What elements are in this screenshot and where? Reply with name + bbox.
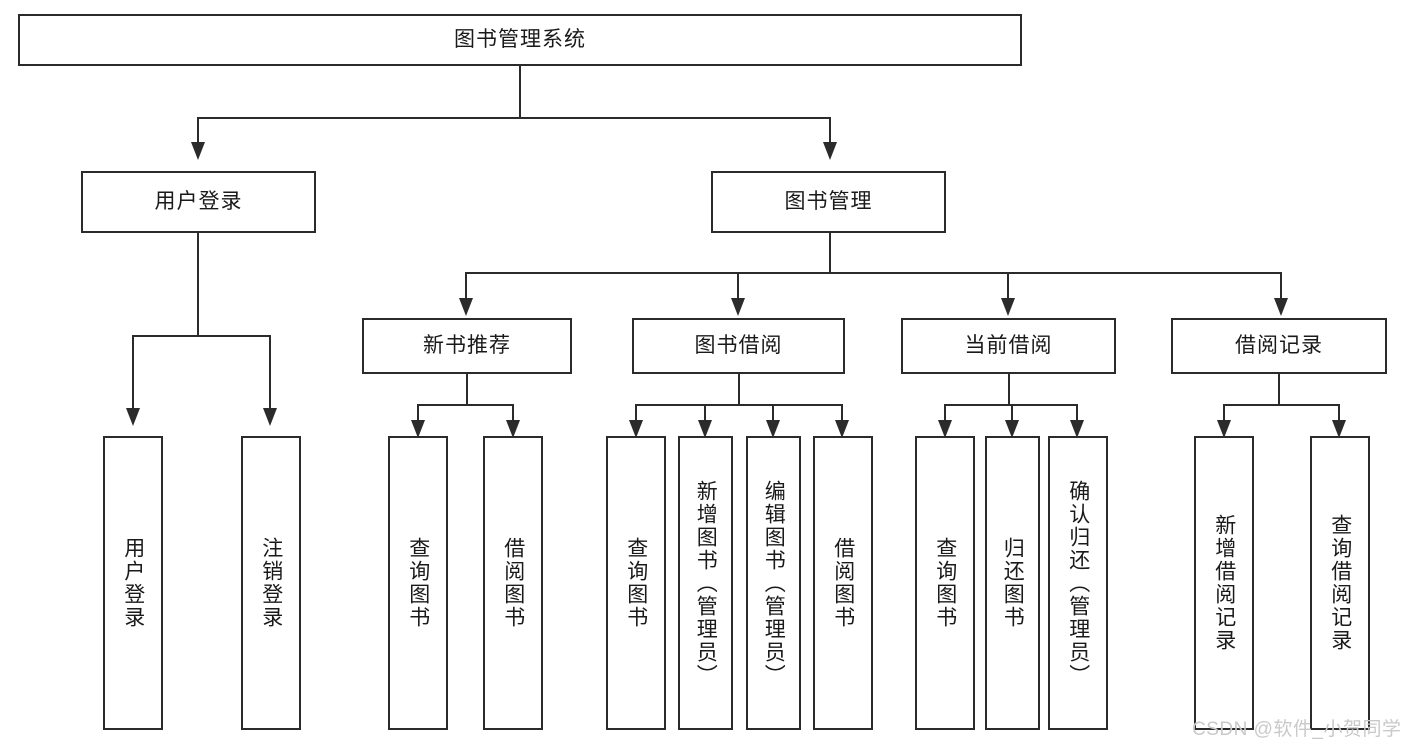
leaf-query-book-current[interactable]: 查询图书 <box>915 436 975 730</box>
connector-current-borrow-drop-2 <box>1011 404 1013 422</box>
connector-new-book-drop-1 <box>417 404 419 422</box>
leaf-label: 注销登录 <box>259 537 283 629</box>
arrowhead-to-leaf-return-book <box>1005 420 1019 438</box>
connector-new-book-drop-2 <box>512 404 514 422</box>
node-label: 借阅记录 <box>1235 334 1323 358</box>
connector-current-borrow-stem <box>1008 374 1010 405</box>
node-label: 图书借阅 <box>694 334 783 358</box>
node-label: 当前借阅 <box>964 334 1053 358</box>
leaf-label: 借阅图书 <box>501 537 525 629</box>
connector-book-borrow-drop-2 <box>704 404 706 422</box>
arrowhead-to-leaf-edit-book <box>766 420 780 438</box>
leaf-logout-login[interactable]: 注销登录 <box>241 436 301 730</box>
leaf-confirm-return-admin[interactable]: 确认归还（管理员） <box>1048 436 1108 730</box>
node-label: 用户登录 <box>154 190 243 214</box>
connector-new-book-bus <box>417 404 514 406</box>
leaf-label: 借阅图书 <box>831 537 855 629</box>
arrowhead-to-new-book-recommend <box>459 298 473 316</box>
leaf-label: 归还图书 <box>1001 537 1025 629</box>
connector-book-borrow-drop-1 <box>635 404 637 422</box>
connector-level3-drop-1 <box>465 272 467 299</box>
connector-level3-drop-4 <box>1280 272 1282 299</box>
leaf-label: 查询借阅记录 <box>1328 514 1352 652</box>
leaf-label: 新增图书（管理员） <box>694 479 718 687</box>
leaf-query-book-borrow[interactable]: 查询图书 <box>606 436 666 730</box>
arrowhead-to-leaf-query-book-1 <box>411 420 425 438</box>
arrowhead-to-book-management <box>823 142 837 160</box>
arrowhead-to-leaf-borrow-book-1 <box>506 420 520 438</box>
leaf-label: 确认归还（管理员） <box>1066 479 1090 687</box>
connector-user-login-bus <box>132 335 271 337</box>
node-book-management[interactable]: 图书管理 <box>711 171 946 233</box>
connector-borrow-record-drop-1 <box>1223 404 1225 422</box>
connector-book-borrow-drop-4 <box>841 404 843 422</box>
node-book-borrow[interactable]: 图书借阅 <box>632 318 845 374</box>
arrowhead-to-user-login <box>191 142 205 160</box>
connector-user-login-drop-1 <box>132 335 134 409</box>
node-label: 图书管理系统 <box>454 28 586 52</box>
leaf-edit-book-admin[interactable]: 编辑图书（管理员） <box>746 436 801 730</box>
connector-root-stem <box>519 66 521 118</box>
node-root-book-management-system[interactable]: 图书管理系统 <box>18 14 1022 66</box>
connector-user-login-stem <box>197 233 199 336</box>
arrowhead-to-leaf-logout <box>263 408 277 426</box>
arrowhead-to-leaf-add-book <box>698 420 712 438</box>
node-label: 新书推荐 <box>423 334 511 358</box>
leaf-label: 用户登录 <box>121 537 145 629</box>
connector-current-borrow-drop-1 <box>944 404 946 422</box>
connector-level2-drop-left <box>197 117 199 143</box>
node-current-borrow[interactable]: 当前借阅 <box>901 318 1116 374</box>
leaf-return-book[interactable]: 归还图书 <box>985 436 1040 730</box>
connector-user-login-drop-2 <box>269 335 271 409</box>
csdn-watermark: CSDN @软件_小贺同学 <box>1192 719 1402 740</box>
connector-level3-bus <box>465 272 1282 274</box>
connector-level2-bus <box>197 117 831 119</box>
leaf-borrow-book-recommend[interactable]: 借阅图书 <box>483 436 543 730</box>
connector-borrow-record-drop-2 <box>1338 404 1340 422</box>
connector-book-borrow-drop-3 <box>772 404 774 422</box>
leaf-user-login[interactable]: 用户登录 <box>103 436 163 730</box>
connector-borrow-record-bus <box>1223 404 1340 406</box>
node-new-book-recommend[interactable]: 新书推荐 <box>362 318 572 374</box>
arrowhead-to-leaf-confirm-return <box>1070 420 1084 438</box>
arrowhead-to-current-borrow <box>1001 298 1015 316</box>
connector-level2-drop-right <box>829 117 831 143</box>
arrowhead-to-borrow-record <box>1274 298 1288 316</box>
arrowhead-to-leaf-query-book-2 <box>629 420 643 438</box>
node-borrow-record[interactable]: 借阅记录 <box>1171 318 1387 374</box>
leaf-label: 编辑图书（管理员） <box>762 479 786 687</box>
arrowhead-to-leaf-add-record <box>1217 420 1231 438</box>
connector-level3-drop-3 <box>1007 272 1009 299</box>
leaf-label: 查询图书 <box>624 537 648 629</box>
leaf-label: 新增借阅记录 <box>1212 514 1236 652</box>
connector-book-management-stem <box>829 233 831 273</box>
leaf-borrow-book[interactable]: 借阅图书 <box>813 436 873 730</box>
leaf-add-borrow-record[interactable]: 新增借阅记录 <box>1194 436 1254 730</box>
arrowhead-to-leaf-borrow-book-2 <box>835 420 849 438</box>
connector-current-borrow-drop-3 <box>1076 404 1078 422</box>
connector-book-borrow-bus <box>635 404 843 406</box>
connector-book-borrow-stem <box>738 374 740 405</box>
leaf-label: 查询图书 <box>933 537 957 629</box>
node-label: 图书管理 <box>784 190 873 214</box>
leaf-label: 查询图书 <box>406 537 430 629</box>
leaf-add-book-admin[interactable]: 新增图书（管理员） <box>678 436 733 730</box>
connector-level3-drop-2 <box>737 272 739 299</box>
arrowhead-to-leaf-user-login <box>126 408 140 426</box>
arrowhead-to-leaf-query-book-3 <box>938 420 952 438</box>
arrowhead-to-book-borrow <box>731 298 745 316</box>
connector-new-book-stem <box>466 374 468 405</box>
leaf-query-borrow-record[interactable]: 查询借阅记录 <box>1310 436 1370 730</box>
connector-borrow-record-stem <box>1278 374 1280 405</box>
arrowhead-to-leaf-query-record <box>1332 420 1346 438</box>
node-user-login[interactable]: 用户登录 <box>81 171 316 233</box>
leaf-query-book-recommend[interactable]: 查询图书 <box>388 436 448 730</box>
